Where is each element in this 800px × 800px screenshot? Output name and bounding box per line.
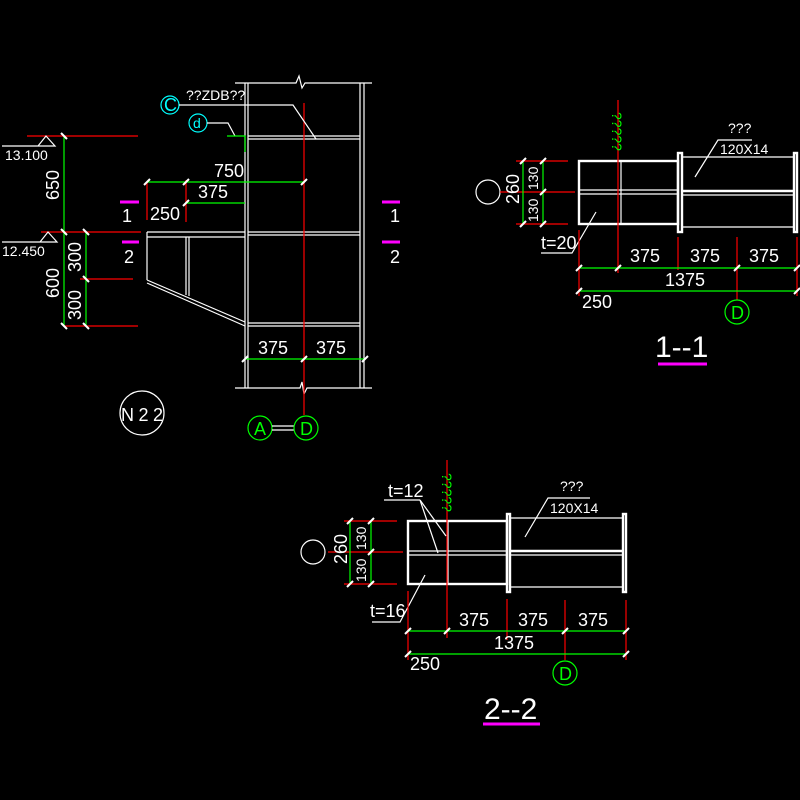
thickness-label: t=20 bbox=[541, 233, 577, 253]
weld-note: ????? bbox=[439, 473, 455, 512]
plate-note-top: ??? bbox=[560, 478, 584, 494]
weld-note: ????? bbox=[609, 112, 625, 151]
section-1-1: 260 130 130 ????? ??? 120X14 t=20 375 37… bbox=[475, 100, 800, 366]
dim-260: 260 bbox=[503, 174, 523, 204]
callouts: C ??ZDB?? d bbox=[160, 87, 317, 152]
section-mark-2-right: 2 bbox=[390, 247, 400, 267]
dim-250: 250 bbox=[150, 204, 180, 224]
plate-note: 120X14 bbox=[550, 500, 598, 516]
dim-130-lower: 130 bbox=[525, 198, 541, 222]
section-1-title: 1--1 bbox=[655, 331, 708, 364]
axis-d-2: D bbox=[559, 664, 572, 684]
dim-650: 650 bbox=[43, 170, 63, 200]
dim-130-upper: 130 bbox=[525, 166, 541, 190]
axis-a: A bbox=[254, 419, 266, 439]
section-marks: 1 2 1 2 bbox=[120, 200, 400, 267]
dim-375-top: 375 bbox=[198, 182, 228, 202]
dim-375-3: 375 bbox=[749, 246, 779, 266]
axis-d-1: D bbox=[731, 303, 744, 323]
dim-375-1: 375 bbox=[630, 246, 660, 266]
axis-d: D bbox=[300, 419, 313, 439]
dim-300-lower: 300 bbox=[65, 290, 85, 320]
section-mark-1-left: 1 bbox=[122, 206, 132, 226]
dim-offset: 250 bbox=[582, 292, 612, 312]
dim-375-1: 375 bbox=[459, 610, 489, 630]
elevation-bottom-label: 12.450 bbox=[2, 243, 45, 259]
dim-600: 600 bbox=[43, 268, 63, 298]
column bbox=[235, 74, 372, 396]
dim-total: 1375 bbox=[494, 633, 534, 653]
section-mark-1-right: 1 bbox=[390, 206, 400, 226]
dim-750: 750 bbox=[214, 161, 244, 181]
elevation-view: 13.100 12.450 650 600 300 300 bbox=[2, 74, 400, 441]
dim-375-bottom-right: 375 bbox=[316, 338, 346, 358]
dim-130-lower: 130 bbox=[353, 558, 369, 582]
elevation-top-label: 13.100 bbox=[5, 147, 48, 163]
section-2-2: 260 130 130 ????? ??? 120X14 t=12 t=16 bbox=[300, 460, 630, 726]
thickness-bottom-label: t=16 bbox=[370, 601, 406, 621]
callout-d-label: d bbox=[193, 115, 201, 131]
dim-300-upper: 300 bbox=[65, 242, 85, 272]
section-2-title: 2--2 bbox=[484, 693, 537, 726]
plate-note: 120X14 bbox=[720, 141, 768, 157]
thickness-top-label: t=12 bbox=[388, 481, 424, 501]
dim-375-3: 375 bbox=[578, 610, 608, 630]
dim-375-bottom-left: 375 bbox=[258, 338, 288, 358]
callout-c-text: ??ZDB?? bbox=[186, 87, 245, 103]
plate-note-top: ??? bbox=[728, 120, 752, 136]
bracket bbox=[146, 231, 246, 327]
dim-375-2: 375 bbox=[518, 610, 548, 630]
dim-375-2: 375 bbox=[690, 246, 720, 266]
node-tag: N22 bbox=[121, 405, 163, 425]
dim-offset: 250 bbox=[410, 654, 440, 674]
callout-c-label: C bbox=[164, 95, 177, 115]
dim-260: 260 bbox=[331, 534, 351, 564]
break-line-top bbox=[235, 74, 372, 90]
dim-130-upper: 130 bbox=[353, 526, 369, 550]
dim-total: 1375 bbox=[665, 270, 705, 290]
break-line-bottom bbox=[235, 381, 372, 396]
elevation-dimensions: 13.100 12.450 650 600 300 300 bbox=[2, 132, 369, 363]
section-mark-2-left: 2 bbox=[124, 247, 134, 267]
